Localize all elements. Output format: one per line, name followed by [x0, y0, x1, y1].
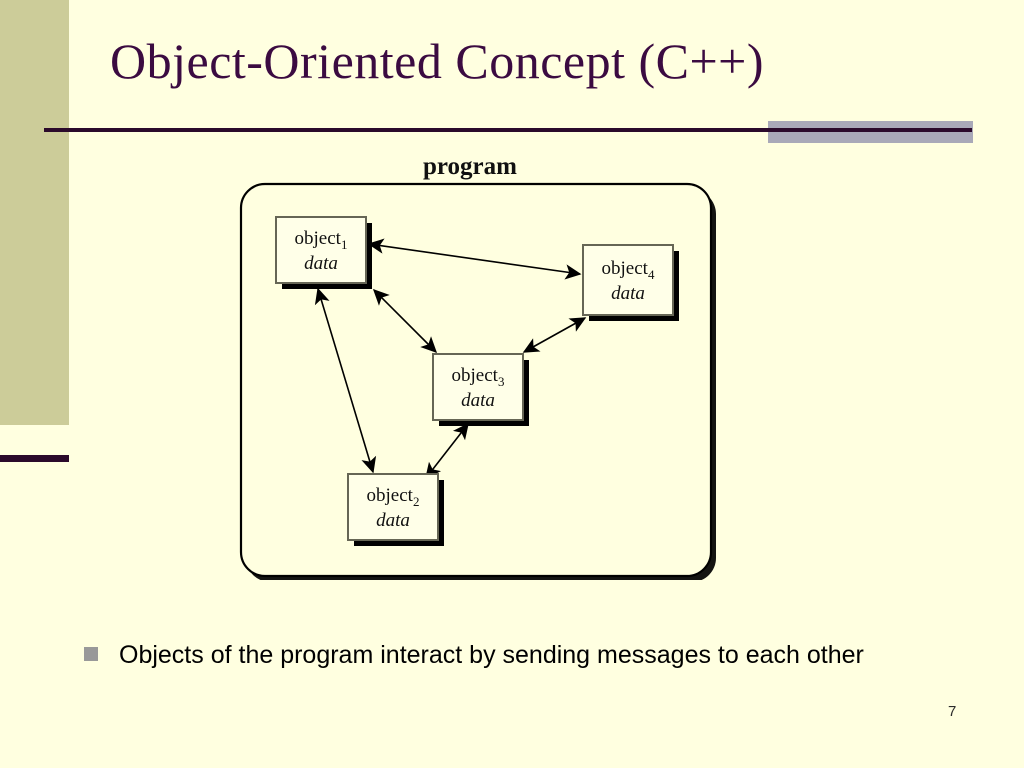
- slide-title: Object-Oriented Concept (C++): [110, 33, 765, 89]
- left-decorative-band: [0, 0, 69, 425]
- bullet-square-icon: [84, 647, 98, 661]
- edge-object1-object2: [314, 287, 377, 474]
- edge-object3-object4: [522, 317, 587, 353]
- diagram-edges: [314, 238, 587, 480]
- page-number: 7: [948, 703, 957, 720]
- node-object4-attribute: data: [611, 283, 645, 304]
- bullet-item-text: Objects of the program interact by sendi…: [119, 641, 864, 669]
- diagram-caption: program: [423, 153, 517, 180]
- node-object2-name: object2: [367, 485, 420, 509]
- node-object1-name: object1: [295, 228, 348, 252]
- diagram-node-object3: object3 data: [432, 353, 529, 426]
- node-object4-name: object4: [602, 258, 655, 282]
- node-object2-attribute: data: [376, 510, 410, 531]
- diagram-node-object4: object4 data: [582, 244, 679, 321]
- edge-object1-object4: [367, 238, 582, 280]
- bullet-list-item: Objects of the program interact by sendi…: [84, 638, 944, 672]
- edge-object3-object2: [425, 422, 469, 480]
- node-object3-attribute: data: [461, 390, 495, 411]
- node-object1-attribute: data: [304, 253, 338, 274]
- left-decorative-dash: [0, 455, 69, 462]
- diagram-node-object1: object1 data: [275, 216, 372, 289]
- title-underline-rule: [44, 128, 972, 132]
- diagram-node-object2: object2 data: [347, 473, 444, 546]
- node-object3-name: object3: [452, 365, 505, 389]
- program-objects-diagram: program object1 data: [228, 148, 724, 580]
- edge-object1-object3: [372, 288, 438, 354]
- title-accent-bar: [768, 121, 973, 143]
